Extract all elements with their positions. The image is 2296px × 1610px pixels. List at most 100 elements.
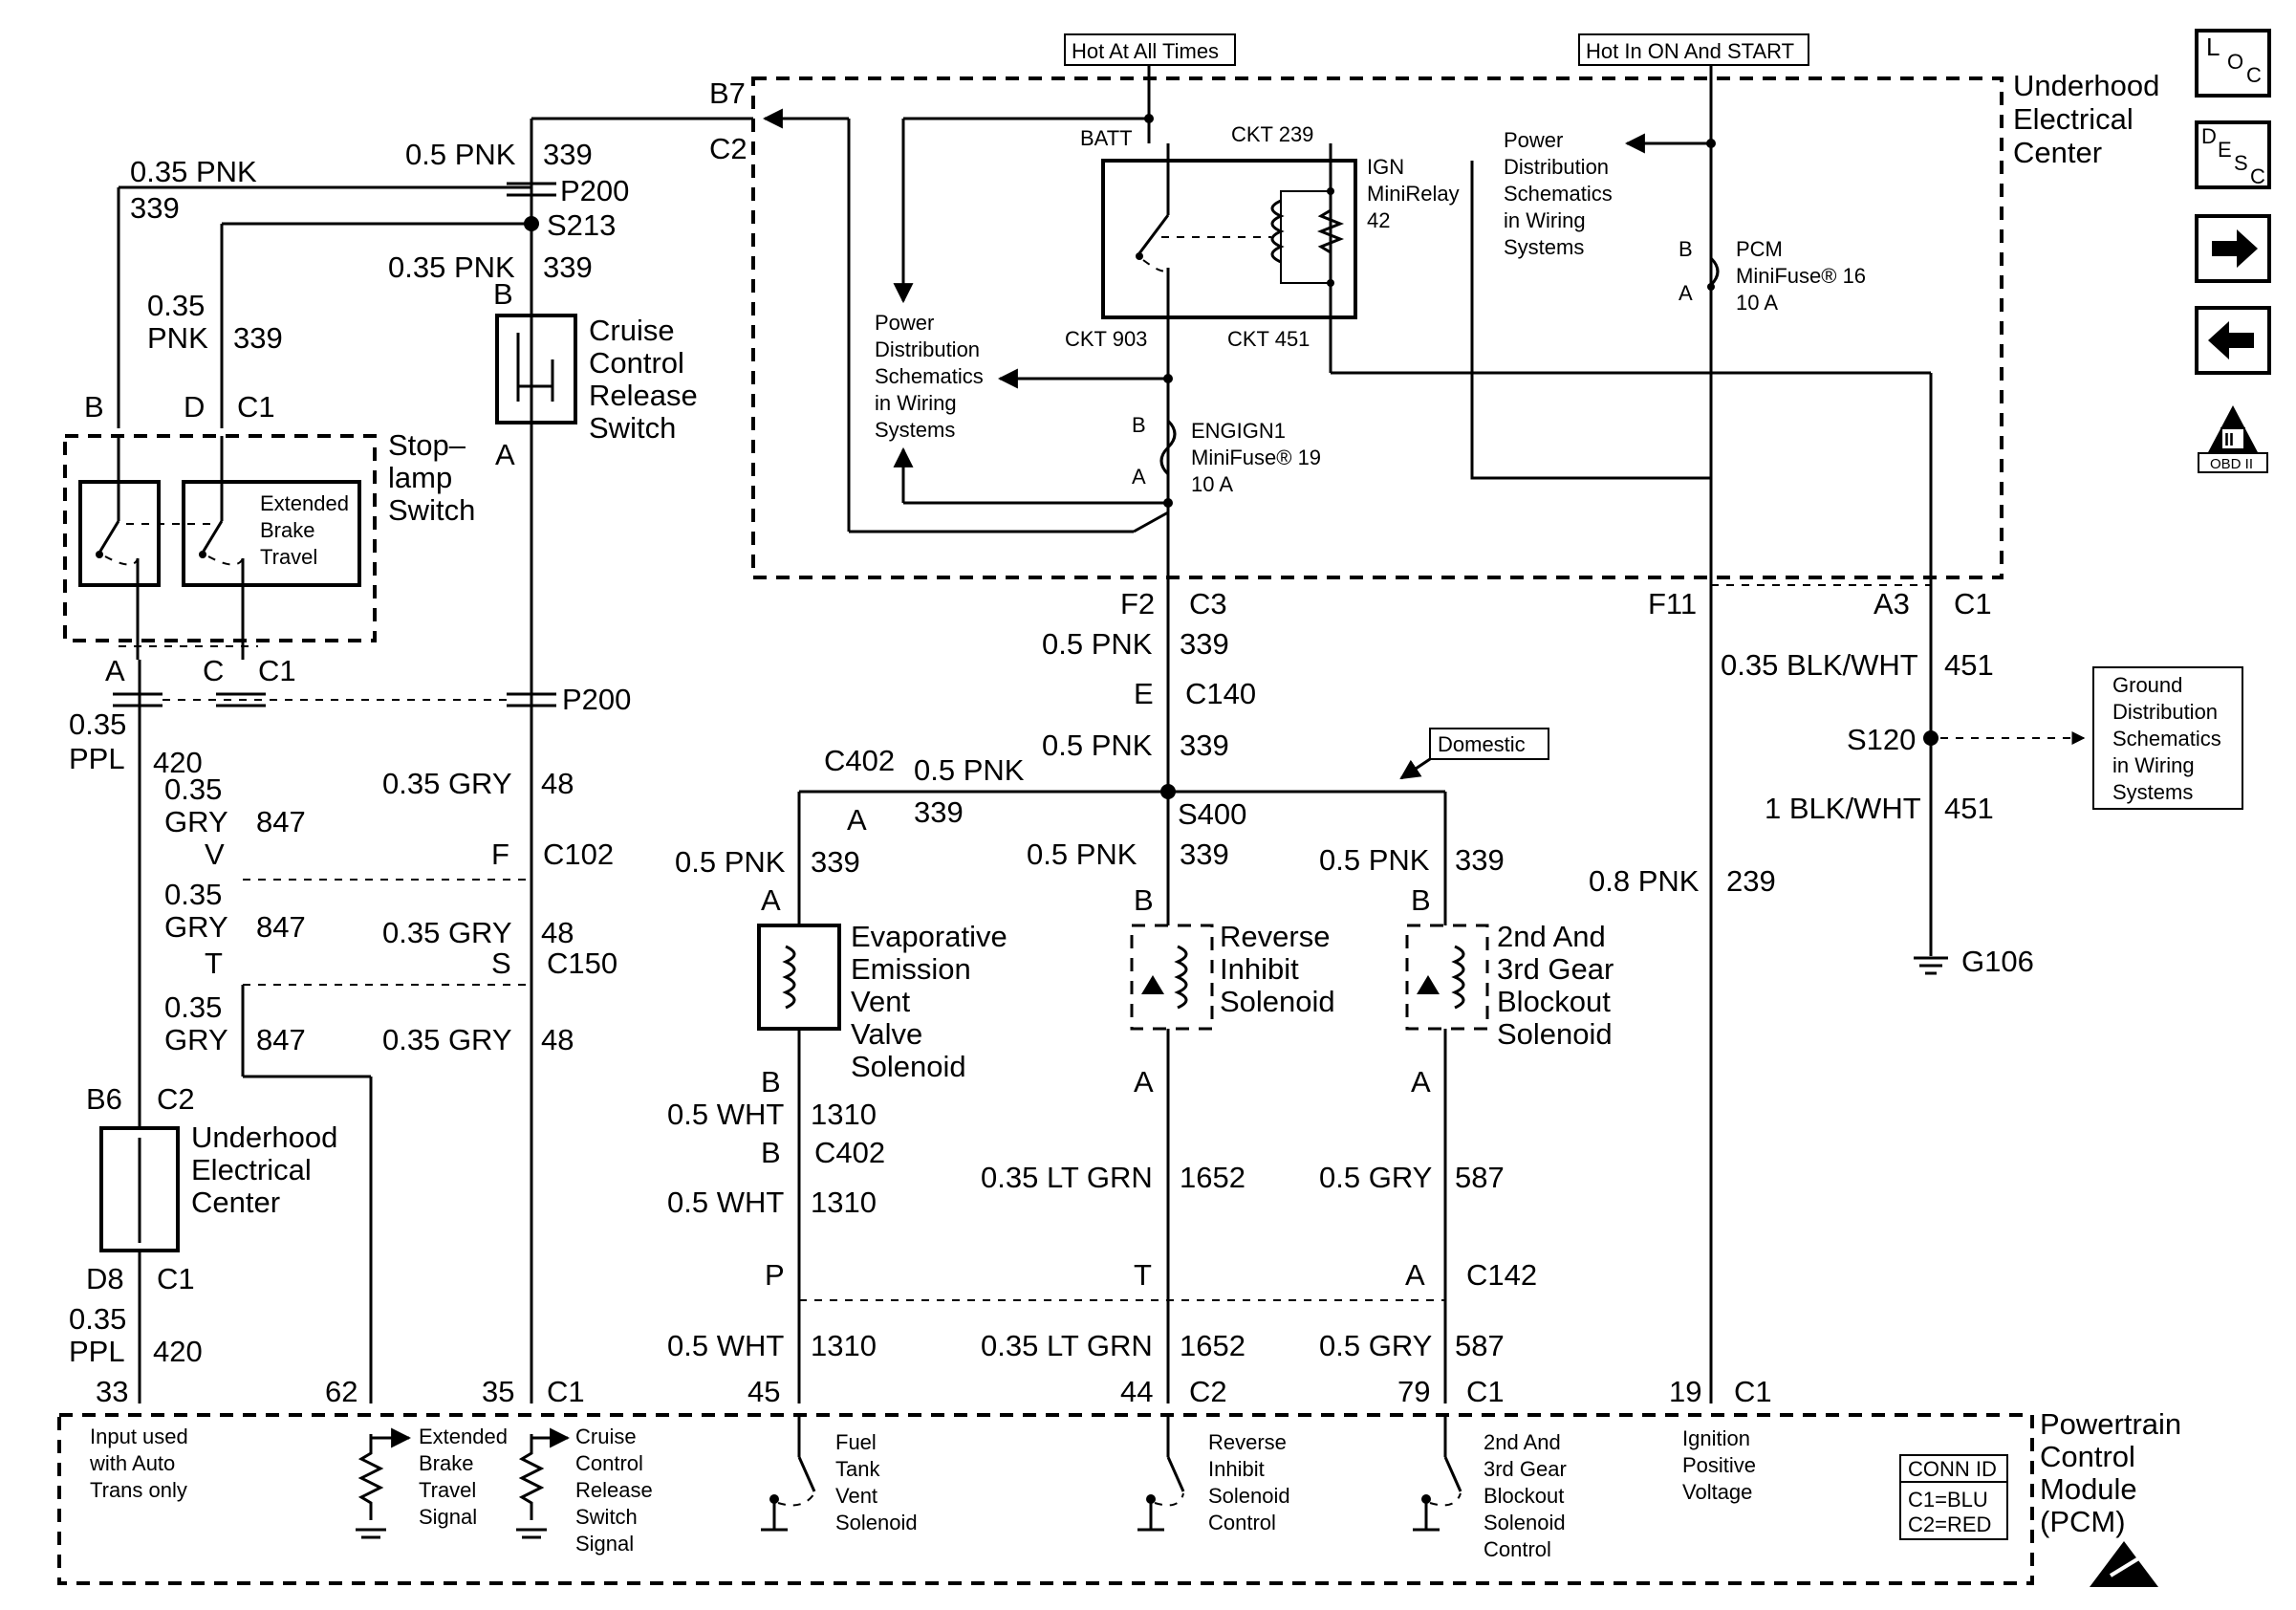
svg-text:C: C	[2250, 164, 2265, 188]
svg-text:T: T	[205, 946, 223, 980]
svg-text:B: B	[493, 277, 513, 311]
svg-text:PNK: PNK	[147, 321, 208, 355]
svg-text:Solenoid: Solenoid	[835, 1511, 918, 1534]
svg-text:P: P	[765, 1258, 785, 1292]
svg-text:3rd Gear: 3rd Gear	[1484, 1457, 1567, 1481]
svg-text:Distribution: Distribution	[875, 337, 980, 361]
svg-text:0.5 PNK: 0.5 PNK	[1042, 729, 1153, 762]
svg-text:Solenoid: Solenoid	[1484, 1511, 1566, 1534]
svg-text:Extended: Extended	[419, 1425, 508, 1448]
ext-brake-signal-label: Extended Brake Travel Signal	[419, 1425, 508, 1529]
underhood-electrical-center-small-label: Underhood Electrical Center	[191, 1120, 337, 1219]
prev-arrow-button[interactable]	[2195, 306, 2271, 375]
svg-text:Inhibit: Inhibit	[1208, 1457, 1265, 1481]
svg-text:BATT: BATT	[1080, 126, 1133, 150]
svg-text:Schematics: Schematics	[2112, 727, 2221, 751]
ground-g106-icon	[1914, 956, 1948, 975]
next-arrow-button[interactable]	[2195, 214, 2271, 283]
svg-text:0.35 LT GRN: 0.35 LT GRN	[981, 1329, 1153, 1362]
svg-text:PPL: PPL	[69, 1335, 125, 1368]
svg-text:451: 451	[1944, 648, 1994, 682]
ground-icon	[356, 1528, 386, 1539]
stoplamp-switch-label: Stop– lamp Switch	[388, 428, 475, 527]
svg-text:587: 587	[1455, 1161, 1505, 1194]
svg-text:62: 62	[325, 1375, 357, 1408]
svg-text:0.35 GRY: 0.35 GRY	[382, 916, 512, 949]
svg-text:B: B	[1679, 237, 1693, 261]
svg-text:0.35: 0.35	[69, 707, 126, 741]
svg-text:A: A	[1132, 465, 1146, 489]
svg-text:0.35: 0.35	[69, 1302, 126, 1336]
svg-text:D: D	[2201, 124, 2217, 148]
cruise-control-release-switch-label: Cruise Control Release Switch	[589, 314, 698, 445]
svg-text:OBD II: OBD II	[2210, 456, 2253, 472]
svg-text:239: 239	[1726, 864, 1776, 898]
fuel-tank-vent-label: Fuel Tank Vent Solenoid	[835, 1430, 918, 1534]
reverse-inhibit-solenoid	[1130, 924, 1214, 1031]
svg-text:(PCM): (PCM)	[2040, 1505, 2126, 1538]
svg-text:Reverse: Reverse	[1208, 1430, 1287, 1454]
svg-text:CKT 903: CKT 903	[1065, 327, 1147, 351]
svg-text:ENGIGN1: ENGIGN1	[1191, 419, 1286, 443]
svg-text:P200: P200	[560, 174, 629, 207]
reverse-inhibit-solenoid-label: Reverse Inhibit Solenoid	[1220, 920, 1335, 1018]
svg-text:Cruise: Cruise	[589, 314, 675, 347]
svg-text:C1=BLU: C1=BLU	[1908, 1488, 1988, 1512]
svg-text:42: 42	[1367, 208, 1390, 232]
hot-at-all-times-label: Hot At All Times	[1064, 33, 1236, 66]
svg-text:D: D	[184, 390, 205, 424]
svg-text:GRY: GRY	[164, 910, 228, 944]
svg-text:L: L	[2206, 33, 2220, 61]
svg-text:Brake: Brake	[260, 518, 314, 542]
svg-text:0.35: 0.35	[164, 878, 222, 911]
svg-text:D8: D8	[86, 1262, 124, 1295]
desc-button[interactable]: D E S C	[2195, 120, 2271, 189]
svg-text:O: O	[2227, 50, 2243, 74]
svg-text:Vent: Vent	[835, 1484, 877, 1508]
svg-text:Domestic: Domestic	[1438, 732, 1526, 756]
svg-text:Solenoid: Solenoid	[1497, 1017, 1613, 1051]
domestic-label: Domestic	[1399, 728, 1549, 780]
svg-text:0.5 PNK: 0.5 PNK	[405, 138, 516, 171]
svg-text:Stop–: Stop–	[388, 428, 466, 462]
svg-text:in Wiring: in Wiring	[1504, 208, 1586, 232]
loc-button[interactable]: L O C	[2195, 29, 2271, 98]
svg-text:Trans only: Trans only	[90, 1478, 187, 1502]
svg-text:C1: C1	[237, 390, 275, 424]
blockout-driver	[1413, 1415, 1462, 1532]
svg-text:339: 339	[1180, 838, 1229, 871]
svg-text:F11: F11	[1648, 587, 1697, 620]
svg-text:48: 48	[541, 916, 574, 949]
cruise-control-release-switch	[495, 314, 577, 424]
svg-text:C150: C150	[547, 946, 617, 980]
svg-text:Solenoid: Solenoid	[1220, 985, 1335, 1018]
svg-text:IGN: IGN	[1367, 155, 1404, 179]
svg-text:35: 35	[482, 1375, 514, 1408]
svg-text:C: C	[203, 654, 224, 687]
svg-text:A3: A3	[1874, 587, 1910, 620]
svg-text:C3: C3	[1189, 587, 1227, 620]
svg-text:B7: B7	[709, 76, 746, 110]
svg-text:II: II	[2224, 430, 2234, 449]
svg-text:A: A	[495, 438, 515, 471]
svg-text:0.5 GRY: 0.5 GRY	[1319, 1161, 1432, 1194]
svg-text:339: 339	[811, 845, 860, 879]
ignition-positive-voltage-label: Ignition Positive Voltage	[1682, 1426, 1756, 1504]
svg-text:Schematics: Schematics	[1504, 182, 1613, 206]
svg-text:C1: C1	[1954, 587, 1992, 620]
svg-text:B: B	[761, 1065, 781, 1099]
svg-text:Fuel: Fuel	[835, 1430, 877, 1454]
svg-text:Travel: Travel	[419, 1478, 476, 1502]
blockout-solenoid-label: 2nd And 3rd Gear Blockout Solenoid	[1497, 920, 1614, 1051]
svg-text:10 A: 10 A	[1191, 472, 1233, 496]
svg-text:CONN ID: CONN ID	[1908, 1457, 1997, 1481]
svg-text:48: 48	[541, 767, 574, 800]
svg-text:45: 45	[747, 1375, 780, 1408]
svg-text:Switch: Switch	[388, 493, 475, 527]
svg-text:F2: F2	[1120, 587, 1155, 620]
svg-text:Power: Power	[875, 311, 934, 335]
svg-text:PCM: PCM	[1736, 237, 1783, 261]
arrow-left-icon	[2208, 321, 2254, 359]
svg-text:Underhood: Underhood	[191, 1120, 337, 1154]
svg-text:0.35 PNK: 0.35 PNK	[388, 250, 515, 284]
